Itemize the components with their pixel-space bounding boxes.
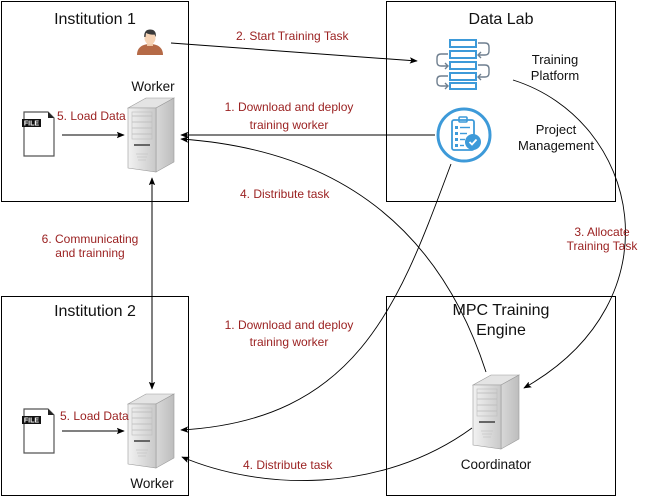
file-icon: FILE xyxy=(22,111,55,157)
server-icon xyxy=(471,374,521,450)
clipboard-check-icon xyxy=(436,107,492,163)
worker1-label: Worker xyxy=(131,79,175,94)
workflow-icon xyxy=(436,39,490,90)
download-deploy-2-label-line1: 1. Download and deploy xyxy=(224,318,354,332)
project-management-label-line2: Management xyxy=(518,138,594,153)
training-platform-label-line2: Platform xyxy=(530,68,580,83)
load-data-1-label: 5. Load Data xyxy=(57,109,126,123)
project-management-label-line1: Project xyxy=(535,122,577,137)
mpc-engine-box: MPC Training Engine xyxy=(386,296,616,496)
communicating-label-line2: and trainning xyxy=(55,246,125,260)
data-lab-title: Data Lab xyxy=(468,11,534,28)
edge-start-training xyxy=(170,42,418,64)
load-data-2-label: 5. Load Data xyxy=(60,409,129,423)
allocate-label-line2: Training Task xyxy=(566,239,638,253)
download-deploy-1-label-line2: training worker xyxy=(249,118,329,132)
server-icon xyxy=(126,393,176,469)
server-icon xyxy=(126,97,176,173)
training-platform-label-line1: Training xyxy=(531,52,579,67)
institution2-title: Institution 2 xyxy=(54,303,136,320)
communicating-label-line1: 6. Communicating xyxy=(41,232,139,246)
edge-allocate xyxy=(512,79,626,389)
coordinator-label: Coordinator xyxy=(460,457,532,472)
worker2-label: Worker xyxy=(130,476,174,491)
download-deploy-1-label-line1: 1. Download and deploy xyxy=(224,100,354,114)
mpc-engine-title-line2: Engine xyxy=(476,322,526,339)
file-tag: FILE xyxy=(24,418,39,425)
distribute-2-label: 4. Distribute task xyxy=(243,458,333,472)
data-lab-box: Data Lab xyxy=(386,1,616,202)
start-training-label: 2. Start Training Task xyxy=(236,29,349,43)
edge-distribute-1 xyxy=(180,136,487,373)
file-tag: FILE xyxy=(24,121,39,128)
download-deploy-2-label-line2: training worker xyxy=(249,335,329,349)
institution2-box: Institution 2 xyxy=(1,296,189,496)
institution1-title: Institution 1 xyxy=(54,11,136,28)
distribute-1-label: 4. Distribute task xyxy=(240,187,330,201)
user-icon xyxy=(137,29,163,55)
allocate-label-line1: 3. Allocate xyxy=(574,225,630,239)
edge-download-deploy-2 xyxy=(180,163,452,433)
mpc-engine-title-line1: MPC Training xyxy=(452,302,550,319)
edge-distribute-2 xyxy=(181,427,473,481)
institution1-box: Institution 1 xyxy=(1,1,189,202)
file-icon: FILE xyxy=(22,408,55,454)
